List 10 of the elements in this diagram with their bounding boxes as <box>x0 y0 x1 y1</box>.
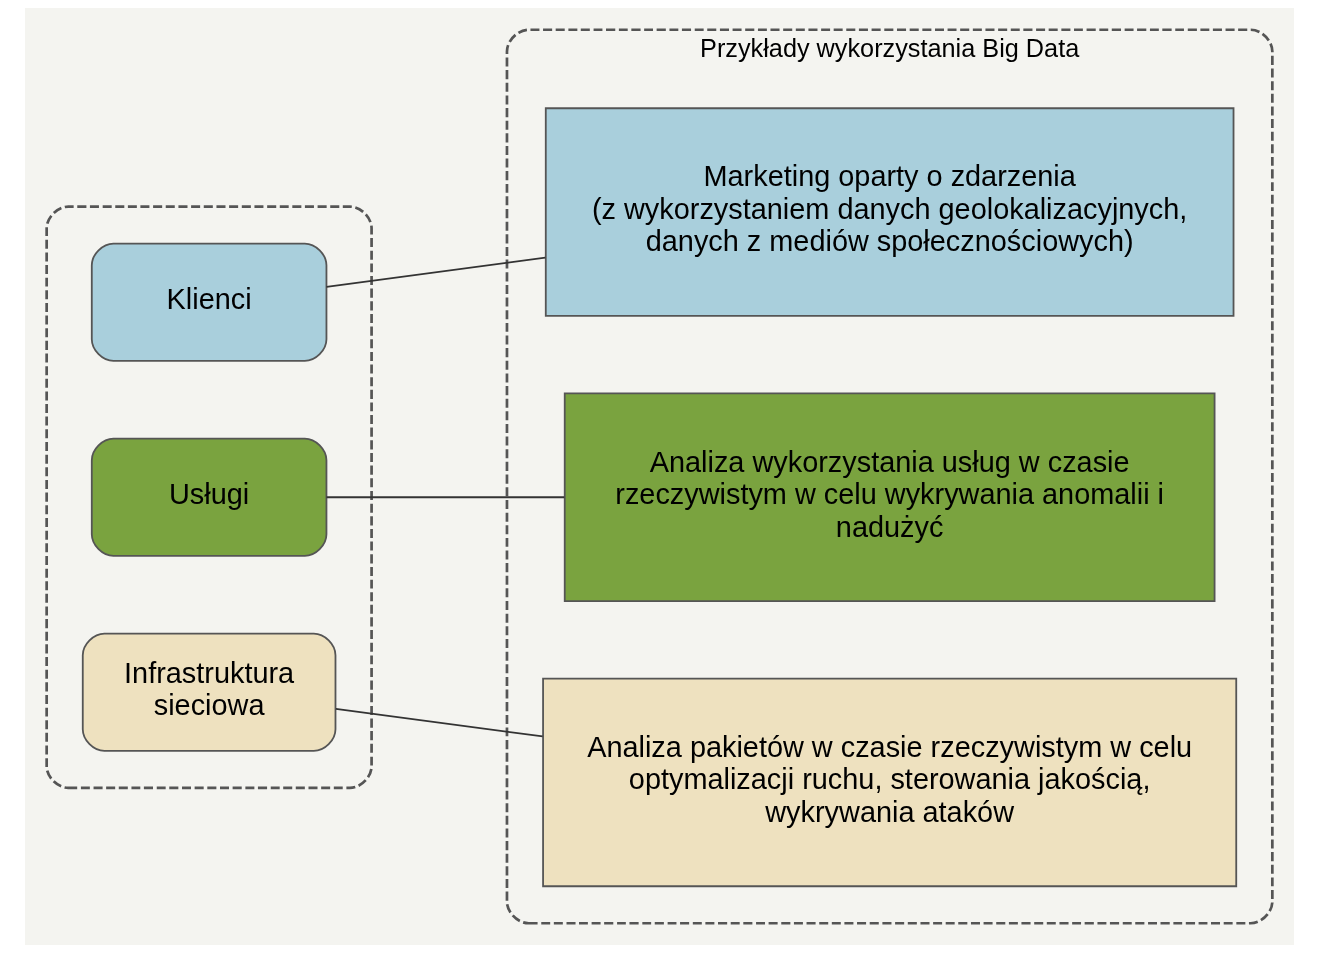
cluster <box>45 205 373 790</box>
node-box: Marketing oparty o zdarzenia (z wykorzystaniem danych geolokalizacyjnych, danych z mediów społecznościowych) <box>544 107 1235 317</box>
node-box: Infrastruktura sieciowa <box>81 632 337 752</box>
connector <box>334 707 544 738</box>
connector <box>325 496 566 499</box>
connector <box>325 256 547 288</box>
node-box: Analiza wykorzystania usług w czasie rzeczywistym w celu wykrywania anomalii i nadużyć <box>563 392 1216 602</box>
node-box: Analiza pakietów w czasie rzeczywistym w celu optymalizacji ruchu, sterowania jakością, wykrywania ataków <box>542 677 1238 888</box>
node-box: Klienci <box>90 242 328 362</box>
node-box: Usługi <box>90 437 328 557</box>
